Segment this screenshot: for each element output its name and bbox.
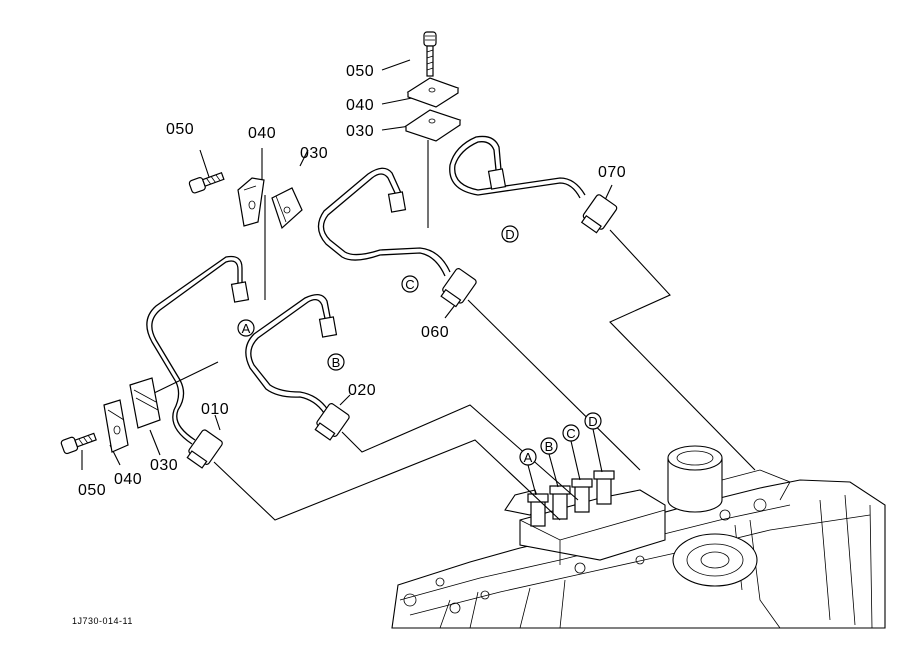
label-010: 010: [201, 401, 229, 418]
label-060: 060: [421, 324, 449, 341]
injection-pipe-070: [449, 135, 618, 234]
clamp-set-left: [60, 377, 161, 455]
svg-text:A: A: [242, 321, 251, 336]
marker-d-upper: D: [501, 225, 519, 243]
svg-text:B: B: [545, 439, 554, 454]
svg-text:D: D: [505, 227, 514, 242]
label-020: 020: [348, 382, 376, 399]
marker-c-upper: C: [401, 275, 419, 293]
label-040-left: 040: [114, 471, 142, 488]
label-040-top: 040: [346, 97, 374, 114]
engine-block: [391, 445, 886, 629]
svg-text:C: C: [566, 426, 575, 441]
label-050-left: 050: [78, 482, 106, 499]
marker-a-lower: A: [519, 448, 537, 496]
marker-a-upper: A: [237, 319, 255, 337]
label-050-top: 050: [346, 63, 374, 80]
clamp-set-top: [404, 31, 462, 142]
svg-text:D: D: [588, 414, 597, 429]
marker-c-lower: C: [562, 424, 581, 481]
marker-b-lower: B: [540, 437, 559, 488]
label-030-right: 030: [300, 145, 328, 162]
injection-pipe-060: [317, 167, 477, 308]
svg-text:C: C: [405, 277, 414, 292]
marker-b-upper: B: [327, 353, 345, 371]
delivery-valve-b: [549, 485, 571, 520]
label-070: 070: [598, 164, 626, 181]
label-030-top: 030: [346, 123, 374, 140]
label-030-left: 030: [150, 457, 178, 474]
delivery-valve-d: [593, 470, 615, 505]
label-040-right: 040: [248, 125, 276, 142]
delivery-valve-a: [527, 493, 549, 527]
delivery-valve-c: [571, 478, 593, 513]
svg-text:A: A: [524, 450, 533, 465]
figure-code: 1J730-014-11: [72, 616, 133, 626]
svg-text:B: B: [332, 355, 341, 370]
clamp-set-right: [188, 171, 303, 230]
injection-pipe-010: [146, 255, 250, 469]
injection-pipe-020: [245, 294, 350, 441]
label-050-right: 050: [166, 121, 194, 138]
marker-d-lower: D: [584, 412, 603, 473]
